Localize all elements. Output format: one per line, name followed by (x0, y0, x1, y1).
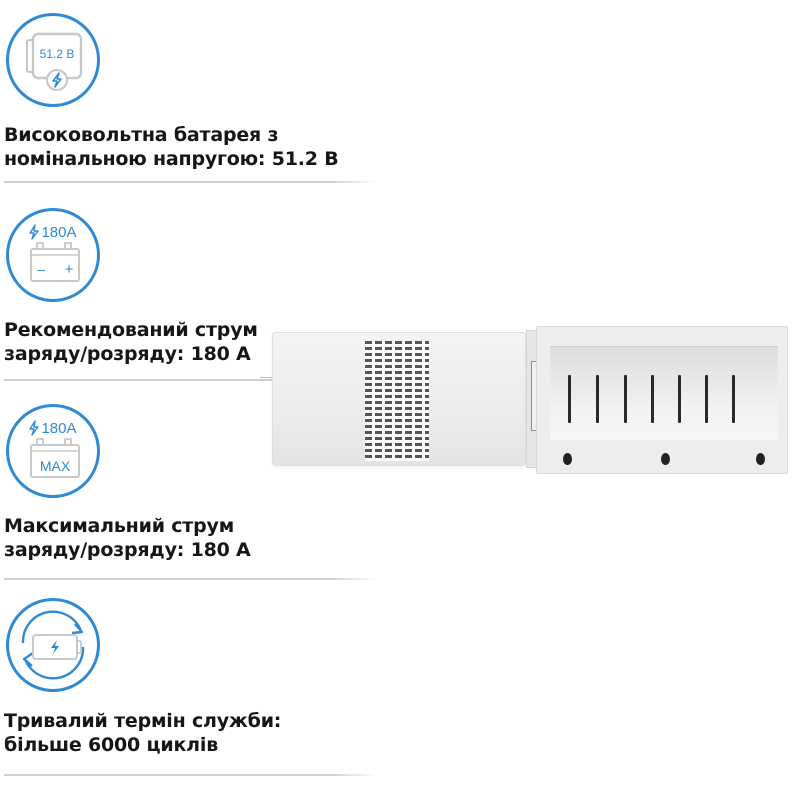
feature-voltage: 51.2 В Високовольтна батарея з номінальн… (0, 0, 380, 190)
battery-unit-image (258, 318, 798, 478)
svg-text:+: + (65, 261, 74, 278)
divider (4, 379, 376, 381)
divider (4, 774, 376, 776)
slot (651, 375, 654, 423)
feature-line-2: більше 6000 циклів (4, 734, 219, 756)
svg-text:MAX: MAX (40, 458, 71, 474)
bolt (563, 453, 572, 465)
feature-line-2: заряду/розряду: 180 А (4, 343, 251, 365)
battery-unit-open-cabinet (536, 326, 788, 474)
feature-line-2: заряду/розряду: 180 А (4, 539, 251, 561)
bolt (661, 453, 670, 465)
bolt (756, 453, 765, 465)
svg-text:–: – (37, 261, 45, 277)
svg-text:51.2 В: 51.2 В (40, 47, 75, 61)
battery-unit-front-panel (272, 332, 526, 466)
slot (732, 375, 735, 423)
slot (705, 375, 708, 423)
feature-line-2: номінальною напругою: 51.2 В (4, 148, 339, 170)
slot (678, 375, 681, 423)
feature-voltage-text: Високовольтна батарея з номінальною напр… (4, 123, 339, 171)
battery-voltage-icon: 51.2 В (6, 13, 100, 107)
feature-line-1: Рекомендований струм (4, 319, 258, 341)
slot (596, 375, 599, 423)
feature-cycle-life-text: Тривалий термін служби: більше 6000 цикл… (4, 709, 281, 757)
svg-text:180A: 180A (41, 420, 76, 437)
slot (568, 375, 571, 423)
cabinet-interior (550, 346, 778, 440)
svg-text:180A: 180A (41, 224, 76, 241)
feature-recommended-current: 180A – + Рекомендований струм заряду/роз… (0, 0, 380, 390)
divider (4, 181, 376, 183)
battery-cycle-icon (6, 598, 100, 692)
battery-charge-current-icon: 180A – + (6, 208, 100, 302)
divider (4, 578, 376, 580)
vent-grille (365, 341, 429, 461)
battery-max-current-icon: 180A MAX (6, 404, 100, 498)
feature-max-current: 180A MAX Максимальний струм заряду/розря… (0, 0, 380, 590)
feature-cycle-life: Тривалий термін служби: більше 6000 цикл… (0, 0, 380, 790)
feature-line-1: Високовольтна батарея з (4, 124, 279, 146)
slot (624, 375, 627, 423)
feature-line-1: Максимальний струм (4, 515, 235, 537)
feature-recommended-current-text: Рекомендований струм заряду/розряду: 180… (4, 318, 258, 366)
feature-max-current-text: Максимальний струм заряду/розряду: 180 А (4, 514, 251, 562)
feature-line-1: Тривалий термін служби: (4, 710, 282, 732)
connector-line (260, 377, 274, 378)
